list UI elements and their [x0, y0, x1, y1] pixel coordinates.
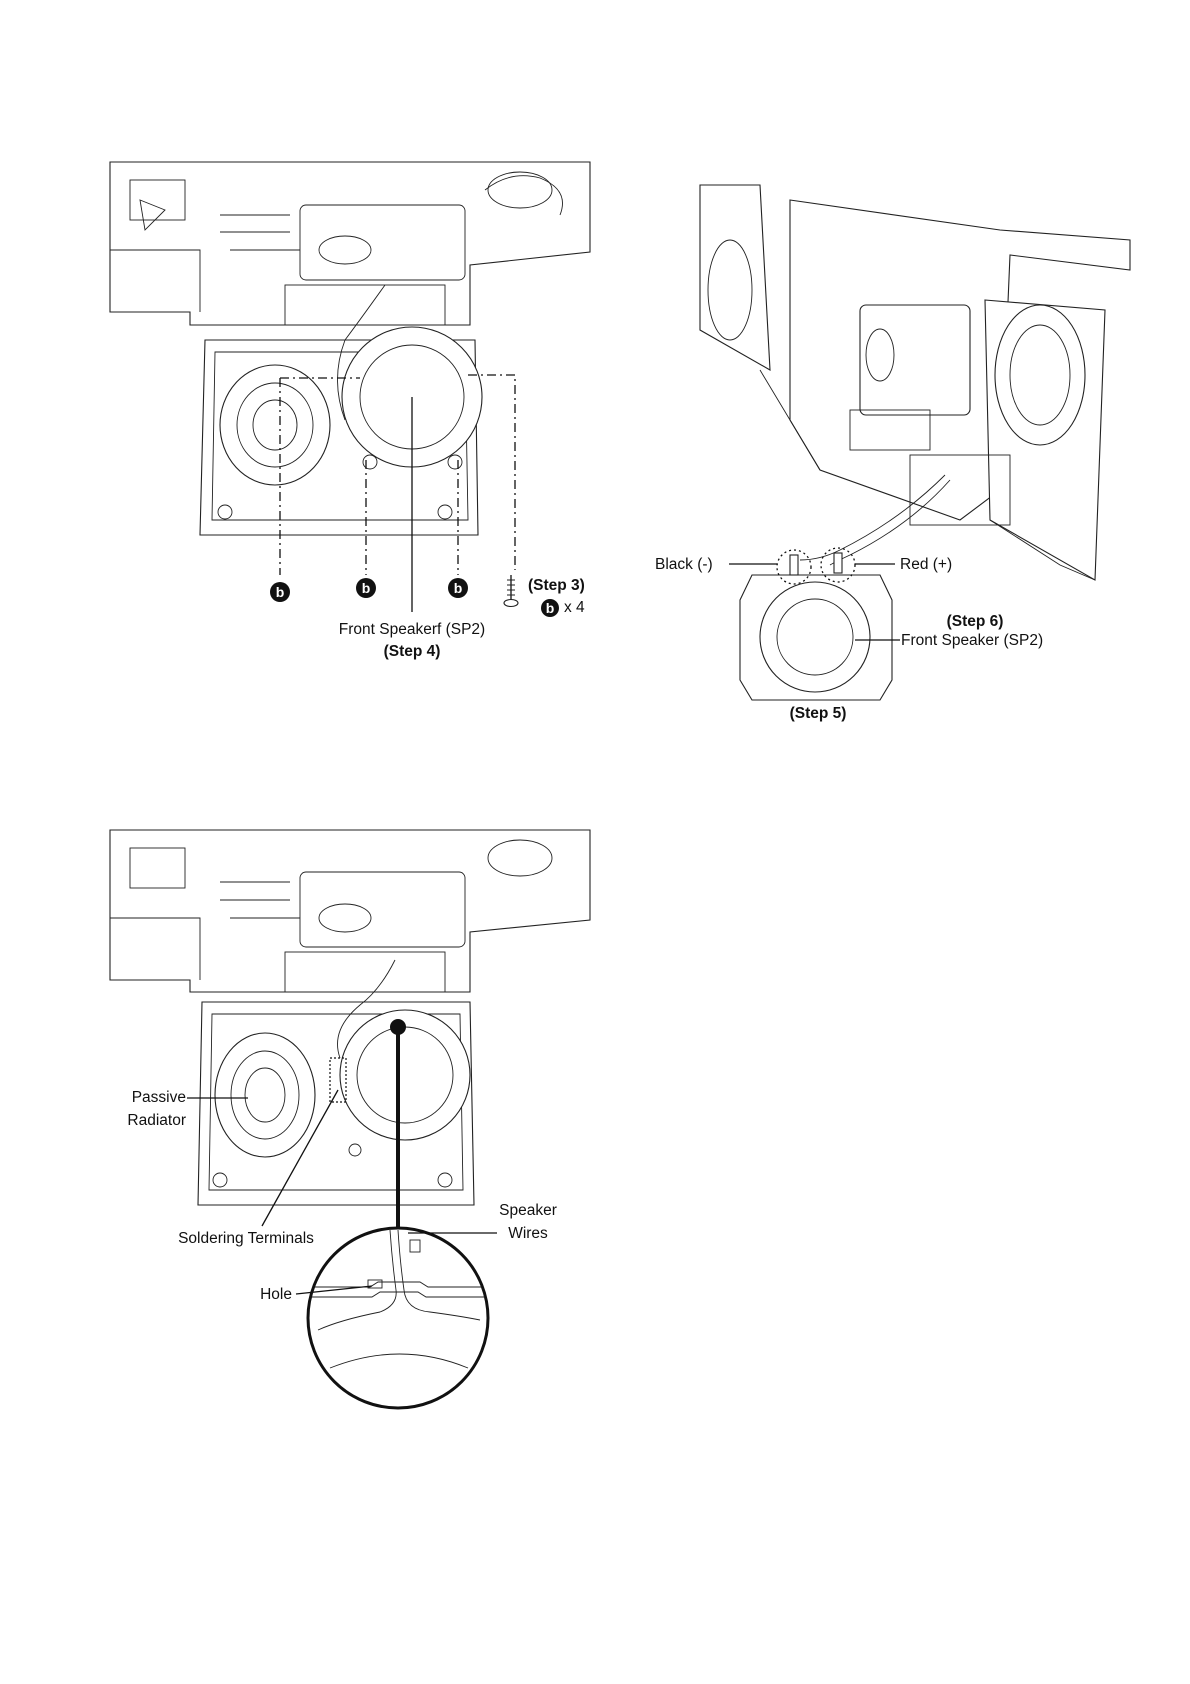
- red-terminal-label: Red (+): [900, 556, 952, 573]
- screw-marker-b-3: b: [448, 578, 468, 598]
- speaker-tray-illustration-2: [198, 960, 474, 1205]
- screw-icon: [504, 575, 518, 607]
- unit-cabinet-illustration: [700, 185, 1130, 580]
- step6-label: (Step 6): [947, 613, 1004, 630]
- speaker-wires-label-2: Wires: [508, 1225, 548, 1242]
- front-speaker-label-2: Front Speaker (SP2): [901, 632, 1043, 649]
- hole-label: Hole: [260, 1286, 292, 1303]
- front-speaker-label: Front Speakerf (SP2): [339, 621, 485, 638]
- step3-label: (Step 3): [528, 577, 585, 594]
- svg-text:b: b: [454, 580, 463, 596]
- screw-marker-b-2: b: [356, 578, 376, 598]
- step4-label: (Step 4): [384, 643, 441, 660]
- hole-detail-magnified-view: [308, 1228, 488, 1408]
- figure-2-wire-disconnect: Black (-) Red (+) (Step 6) Front Speaker…: [655, 185, 1130, 722]
- step5-label: (Step 5): [790, 705, 847, 722]
- figure-3-reassembly-notes: Passive Radiator Soldering Terminals Spe…: [110, 830, 590, 1408]
- upper-chassis-illustration-2: [110, 830, 590, 992]
- svg-text:b: b: [362, 580, 371, 596]
- screw-count-label: x 4: [564, 599, 585, 616]
- upper-chassis-illustration: [110, 162, 590, 325]
- figure-1-speaker-removal: b b b b (Step 3) x 4 Front Speakerf (SP2…: [110, 162, 590, 660]
- svg-text:b: b: [276, 584, 285, 600]
- svg-text:b: b: [546, 600, 555, 616]
- screw-marker-b-count: b: [541, 599, 559, 617]
- speaker-wires-label-1: Speaker: [499, 1202, 557, 1219]
- screw-marker-b-1: b: [270, 582, 290, 602]
- soldering-terminals-label: Soldering Terminals: [178, 1230, 314, 1247]
- black-terminal-label: Black (-): [655, 556, 713, 573]
- passive-radiator-label-2: Radiator: [127, 1112, 186, 1129]
- detached-speaker-illustration: [740, 575, 892, 700]
- passive-radiator-label-1: Passive: [132, 1089, 186, 1106]
